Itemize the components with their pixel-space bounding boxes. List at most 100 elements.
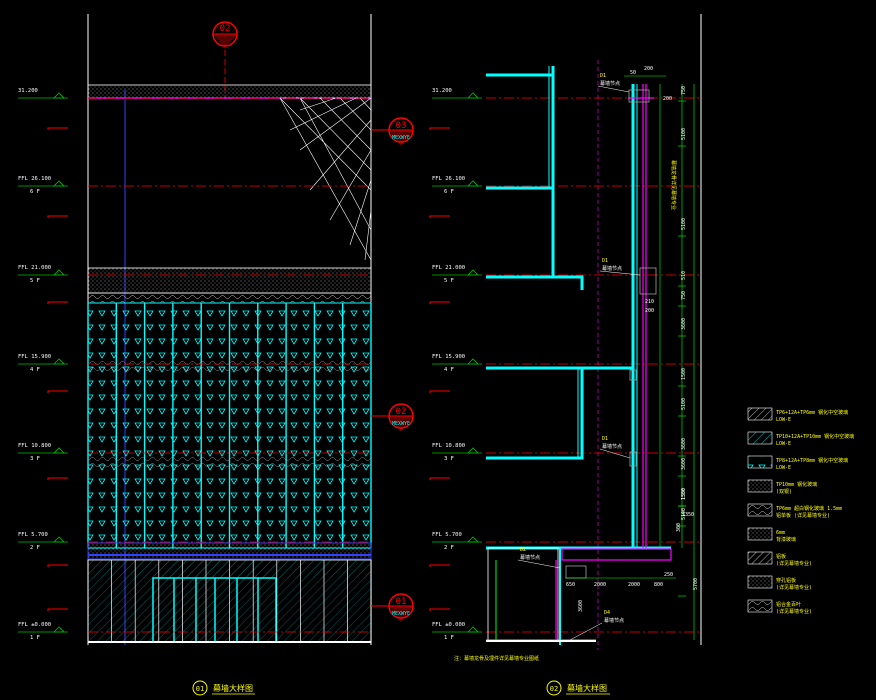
legend-label: TP10mm 钢化玻璃(双银)	[776, 481, 817, 495]
right-dim-13: 5700	[693, 578, 699, 590]
note-d1-c: D1	[602, 436, 608, 442]
elev-level-5: FFL 5.700 2 F	[18, 532, 371, 551]
callout-right-mid[interactable]: 02 MEXWYE	[371, 403, 414, 432]
right-dim-5: 3600	[681, 318, 687, 330]
legend-swatch-fill	[748, 504, 772, 516]
sect-level-value-1: FFL 26.100	[432, 176, 465, 182]
section-title-num: 02	[550, 685, 558, 693]
callout-right-low-sub: MEXWYE	[392, 611, 410, 617]
callout-top-label: 02	[220, 24, 231, 34]
sect-level-value-4: FFL 10.800	[432, 443, 465, 449]
band-4f	[88, 360, 371, 372]
elev-level-value-4: FFL 10.800	[18, 443, 51, 449]
sect-level-value-5: FFL 5.700	[432, 532, 462, 538]
callout-right-low[interactable]: 01 MEXWYE	[371, 593, 414, 622]
elev-level-label-5: 2 F	[30, 545, 40, 551]
elev-level-value-1: FFL 26.100	[18, 176, 51, 182]
floor-band-5f-lower	[87, 292, 372, 304]
elev-level-0: 31.200	[18, 88, 371, 99]
right-dim-12: 1350	[681, 488, 687, 500]
sect-level-value-6: FFL ±0.000	[432, 622, 465, 628]
callout-right-upper-sub: MEXWYE	[392, 135, 410, 141]
right-dim-11: 3600	[681, 458, 687, 470]
section-title-text: 幕墙大样图	[567, 683, 607, 693]
legend-label: 铝板(详见幕墙专业)	[776, 553, 812, 567]
elev-level-label-2: 5 F	[30, 278, 40, 284]
elev-level-value-2: FFL 21.000	[18, 265, 51, 271]
top-dim-0: 50	[630, 70, 636, 76]
note-d1-b: D1	[602, 258, 608, 264]
legend-label: 铝合金百叶(详见幕墙专业)	[776, 601, 812, 615]
extra-dim-2: 1350	[682, 512, 694, 518]
legend-label: 穿孔铝板(详见幕墙专业)	[776, 577, 812, 591]
right-dim-3: 510	[681, 271, 687, 280]
right-dimension-chain: 7505100510051075036001500510036001500510…	[678, 84, 699, 640]
note-vertical: 幕墙龙骨详见幕墙专业	[670, 160, 677, 210]
elevation-title-num: 01	[196, 685, 204, 693]
callout-right-upper-num: 03	[396, 121, 407, 131]
section-title: 02 幕墙大样图	[546, 680, 610, 696]
elev-level-value-3: FFL 15.900	[18, 354, 51, 360]
sect-level-label-6: 1 F	[444, 635, 454, 641]
note-d2-text: 幕墙节点	[520, 554, 540, 561]
bottom-dim-1: 2000	[594, 582, 606, 588]
right-dim-7: 5100	[681, 398, 687, 410]
sect-level-4: FFL 10.800 3 F	[432, 443, 701, 462]
note-d4: D4	[604, 610, 610, 616]
mullion-dimensions: 200 210 200	[645, 84, 672, 548]
mullion-dim-0: 200	[663, 96, 672, 102]
note-d1-c-text: 幕墙节点	[602, 443, 622, 450]
top-dim-1: 200	[644, 66, 653, 72]
note-leaders	[517, 85, 641, 641]
elevation-title-text: 幕墙大样图	[213, 683, 253, 693]
sect-level-label-2: 5 F	[444, 278, 454, 284]
legend-swatch-fill	[748, 528, 772, 540]
roof-parapet	[87, 84, 372, 99]
elev-level-label-3: 4 F	[30, 367, 40, 373]
elev-level-value-5: FFL 5.700	[18, 532, 48, 538]
sect-level-label-4: 3 F	[444, 456, 454, 462]
callout-top[interactable]: 02	[212, 21, 238, 48]
legend-swatch-fill	[748, 576, 772, 588]
right-dim-8: 3600	[681, 438, 687, 450]
legend-swatch-fill	[748, 480, 772, 492]
legend-swatch-fill	[748, 432, 772, 444]
top-dimensions: 50 200	[624, 66, 666, 77]
elev-level-2: FFL 21.000 5 F	[18, 265, 371, 284]
legend-swatch-fill	[748, 408, 772, 420]
sect-level-label-3: 4 F	[444, 367, 454, 373]
note-bottom: 注：幕墙龙骨及埋件详见幕墙专业图纸	[454, 655, 539, 662]
legend-item: 铝板(详见幕墙专业)	[747, 551, 812, 567]
right-dim-10: 5100	[681, 508, 687, 520]
right-dim-0: 750	[681, 86, 687, 95]
elevation-title: 01 幕墙大样图	[192, 680, 255, 696]
elev-level-value-6: FFL ±0.000	[18, 622, 51, 628]
curtain-wall-mullions	[555, 84, 672, 640]
legend-item: TP10mm 钢化玻璃(双银)	[747, 479, 817, 495]
section-break-marks	[429, 127, 450, 611]
sect-level-value-0: 31.200	[432, 88, 452, 94]
legend-swatch-fill	[748, 600, 772, 612]
callout-right-upper[interactable]: 03 MEXWYE	[371, 117, 414, 146]
extra-dim-0: 3600	[578, 600, 584, 612]
diamond-lattice	[279, 97, 372, 261]
callout-right-low-num: 01	[396, 597, 407, 607]
